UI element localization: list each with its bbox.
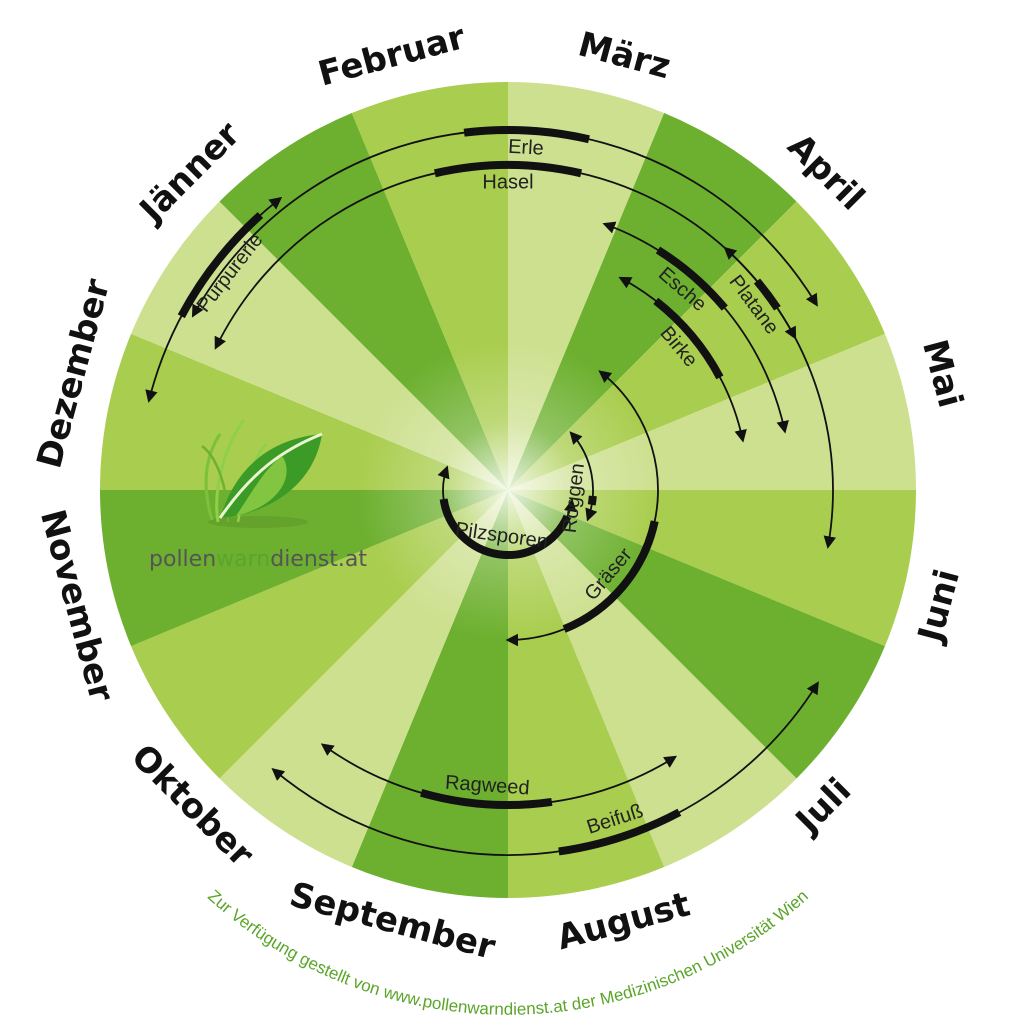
hasel-peak-bar bbox=[433, 161, 583, 178]
month-label-mai: Mai bbox=[914, 335, 970, 411]
svg-text:pollenwarndienst.at: pollenwarndienst.at bbox=[149, 547, 367, 572]
platane-season-arrow bbox=[723, 246, 837, 549]
platane-peak-bar bbox=[753, 278, 781, 311]
month-label-februar: Februar bbox=[314, 17, 469, 95]
logo-text-dienst: dienst.at bbox=[270, 547, 367, 572]
month-label-juli: Juli bbox=[787, 770, 859, 842]
roggen-peak-bar bbox=[587, 495, 597, 506]
month-label-marz: März bbox=[574, 24, 675, 87]
logo: pollenwarndienst.at bbox=[149, 419, 367, 572]
month-label-august: August bbox=[553, 884, 694, 958]
month-label-juni: Juni bbox=[910, 565, 968, 648]
ragweed-peak-bar bbox=[420, 788, 553, 809]
graser-peak-bar bbox=[562, 520, 659, 633]
erle-peak-bar bbox=[463, 126, 590, 144]
logo-text-warn: warn bbox=[216, 547, 270, 572]
beifuss-peak-bar bbox=[558, 808, 682, 856]
purpurerle-peak-bar bbox=[177, 212, 264, 319]
birke-peak-bar bbox=[653, 297, 724, 380]
logo-text-pollen: pollen bbox=[149, 547, 216, 572]
plant-label-erle: Erle bbox=[508, 136, 545, 160]
plant-label-hasel: Hasel bbox=[482, 171, 533, 193]
leaf-logo-icon bbox=[201, 419, 323, 528]
pilzsporen-peak-bar bbox=[439, 498, 572, 559]
